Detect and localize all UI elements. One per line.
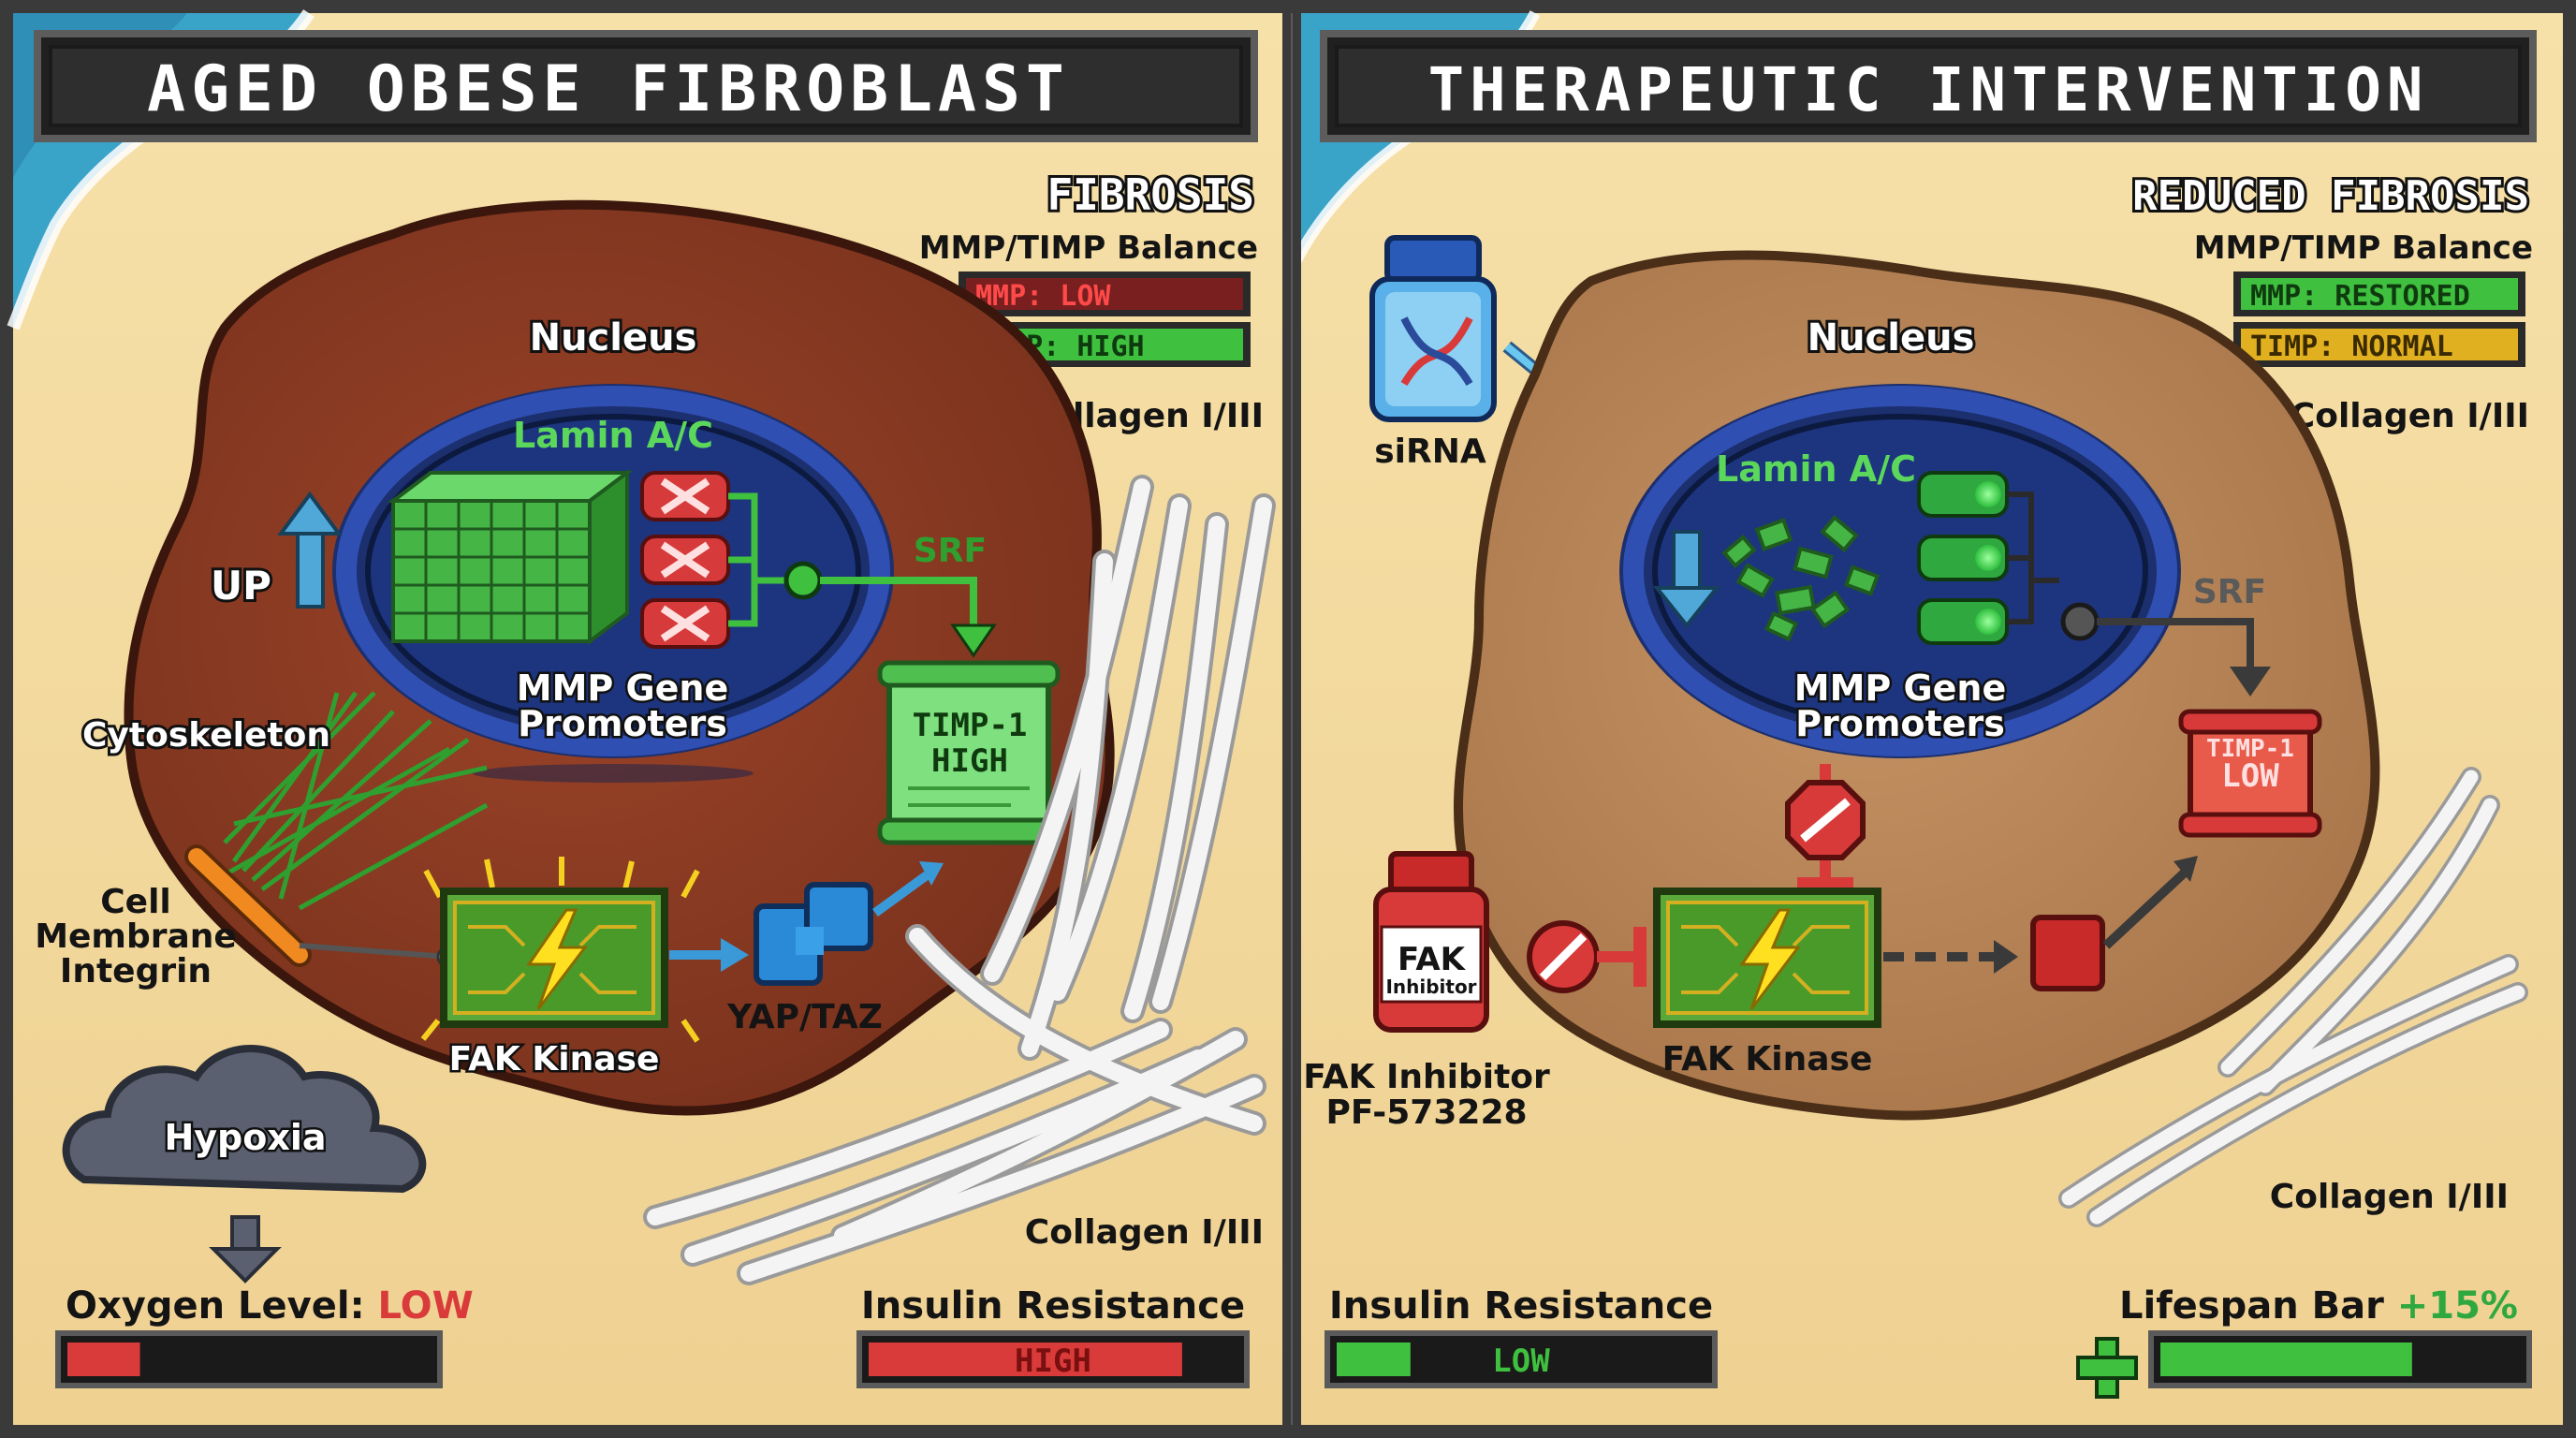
- right-title: THERAPEUTIC INTERVENTION: [1428, 56, 2429, 125]
- fak-inhibitor-line2: PF-573228: [1325, 1093, 1527, 1132]
- x-icon: [640, 471, 730, 521]
- stop-sign-icon: [1785, 764, 1866, 890]
- yap-taz-blocks: [754, 861, 944, 986]
- right-lamin-label: Lamin A/C: [1716, 448, 1916, 490]
- right-status-box: REDUCED FIBROSIS MMP/TIMP Balance MMP: R…: [2130, 169, 2533, 435]
- right-mmp-bar: MMP: RESTORED: [2250, 280, 2470, 313]
- plus-icon: [2076, 1337, 2138, 1399]
- fak-to-yap-arrow: [669, 938, 749, 972]
- hypoxia-cloud-icon: [62, 1045, 427, 1284]
- oxygen-value: LOW: [378, 1284, 474, 1328]
- left-insulin-label: Insulin Resistance: [861, 1284, 1245, 1328]
- right-insulin-meter: Insulin Resistance LOW: [1325, 1284, 1718, 1388]
- svg-text:Oxygen Level: LOW: Oxygen Level: LOW: [66, 1284, 474, 1328]
- right-collagen-top: Collagen I/III: [2291, 397, 2529, 435]
- cytoskeleton-label: Cytoskeleton: [82, 716, 330, 755]
- left-insulin-fill: [869, 1343, 1182, 1376]
- right-collagen-bottom: Collagen I/III: [2270, 1178, 2509, 1216]
- left-insulin-meter: Insulin Resistance HIGH: [856, 1284, 1250, 1388]
- right-title-banner: THERAPEUTIC INTERVENTION: [1320, 30, 2537, 142]
- left-balance-label: MMP/TIMP Balance: [919, 229, 1258, 267]
- right-srf-label: SRF: [2193, 573, 2266, 611]
- right-insulin-fill: [1337, 1343, 1411, 1376]
- left-title-banner: AGED OBESE FIBROBLAST: [34, 30, 1258, 142]
- left-status-title: FIBROSIS: [1046, 169, 1254, 220]
- lamin-fragmented: [1721, 514, 1881, 642]
- svg-text:Lifespan Bar +15%: Lifespan Bar +15%: [2119, 1284, 2518, 1328]
- membrane-line3: Integrin: [60, 952, 212, 990]
- x-icon: [640, 598, 730, 649]
- fak-bottle-line2: Inhibitor: [1385, 976, 1476, 998]
- lamin-block-dense: [388, 469, 633, 645]
- fak-bottle-line1: FAK: [1398, 941, 1467, 978]
- left-collagen-bottom: Collagen I/III: [1025, 1213, 1264, 1252]
- left-fak-label: FAK Kinase: [449, 1040, 660, 1078]
- right-promoters-line1: MMP Gene: [1794, 668, 2007, 709]
- sirna-label: siRNA: [1374, 433, 1486, 471]
- left-nucleus-label: Nucleus: [530, 316, 697, 360]
- left-collagen-fibers: [643, 475, 1276, 1285]
- blocked-promoters: [640, 471, 803, 649]
- oxygen-fill: [67, 1343, 140, 1376]
- timp-scroll-line1: TIMP-1: [913, 707, 1028, 744]
- fak-chip-active: [420, 857, 700, 1043]
- right-status-title: REDUCED FIBROSIS: [2132, 172, 2529, 220]
- inhibited-signal-arrow: [1883, 856, 2198, 991]
- x-icon: [640, 535, 730, 585]
- membrane-line1: Cell: [100, 883, 171, 921]
- fak-inhibitor-line1: FAK Inhibitor: [1303, 1058, 1550, 1096]
- right-promoters-line2: Promoters: [1795, 703, 2005, 744]
- left-promoters-line1: MMP Gene: [517, 668, 729, 709]
- timp-low-scroll: [2178, 709, 2322, 838]
- lightning-icon: [1739, 908, 1802, 1010]
- lifespan-meter: Lifespan Bar +15%: [2076, 1284, 2532, 1399]
- left-srf-label: SRF: [914, 532, 987, 570]
- right-timp-bar: TIMP: NORMAL: [2250, 330, 2453, 363]
- hypoxia-label: Hypoxia: [164, 1117, 326, 1158]
- right-balance-label: MMP/TIMP Balance: [2194, 229, 2533, 267]
- left-title: AGED OBESE FIBROBLAST: [147, 52, 1070, 126]
- green-light-icon: [1917, 535, 2009, 581]
- left-lamin-label: Lamin A/C: [513, 415, 713, 456]
- right-nucleus-label: Nucleus: [1808, 316, 1975, 360]
- sirna-bottle-icon: [1369, 235, 1497, 422]
- fak-chip-inhibited: [1653, 888, 1881, 1028]
- lifespan-label: Lifespan Bar: [2119, 1284, 2397, 1328]
- fak-inhibitor-bottle-icon: [1373, 851, 1489, 1033]
- green-light-icon: [1917, 598, 2009, 645]
- yap-label: YAP/TAZ: [726, 998, 883, 1036]
- green-light-icon: [1917, 471, 2009, 518]
- right-fak-label: FAK Kinase: [1662, 1040, 1873, 1078]
- left-promoters-line2: Promoters: [518, 703, 727, 744]
- up-arrow-icon: [277, 491, 343, 609]
- right-timp-scroll-line1: TIMP-1: [2206, 735, 2294, 763]
- right-srf-path: [2060, 602, 2271, 697]
- lifespan-value: +15%: [2397, 1284, 2518, 1328]
- left-insulin-value: HIGH: [1015, 1343, 1091, 1380]
- timp-scroll-line2: HIGH: [931, 742, 1008, 780]
- right-collagen-fibers: [2058, 767, 2528, 1227]
- timp-high-scroll: [877, 660, 1061, 845]
- inhibitor-stop-icon: [1527, 920, 1647, 993]
- right-insulin-value: LOW: [1492, 1343, 1550, 1380]
- down-arrow-icon: [1652, 530, 1721, 629]
- left-srf-path: [783, 561, 997, 658]
- right-insulin-label: Insulin Resistance: [1329, 1284, 1713, 1328]
- right-timp-scroll-line2: LOW: [2221, 757, 2279, 795]
- oxygen-label: Oxygen Level:: [66, 1284, 378, 1328]
- lifespan-fill: [2160, 1343, 2412, 1376]
- membrane-line2: Membrane: [35, 917, 237, 956]
- up-label: UP: [211, 563, 271, 609]
- cytoskeleton-fibers: [213, 691, 489, 911]
- lightning-icon: [526, 908, 589, 1010]
- left-mmp-bar: MMP: LOW: [975, 280, 1111, 313]
- active-promoters: [1917, 471, 2059, 645]
- oxygen-meter: Oxygen Level: LOW: [55, 1284, 474, 1388]
